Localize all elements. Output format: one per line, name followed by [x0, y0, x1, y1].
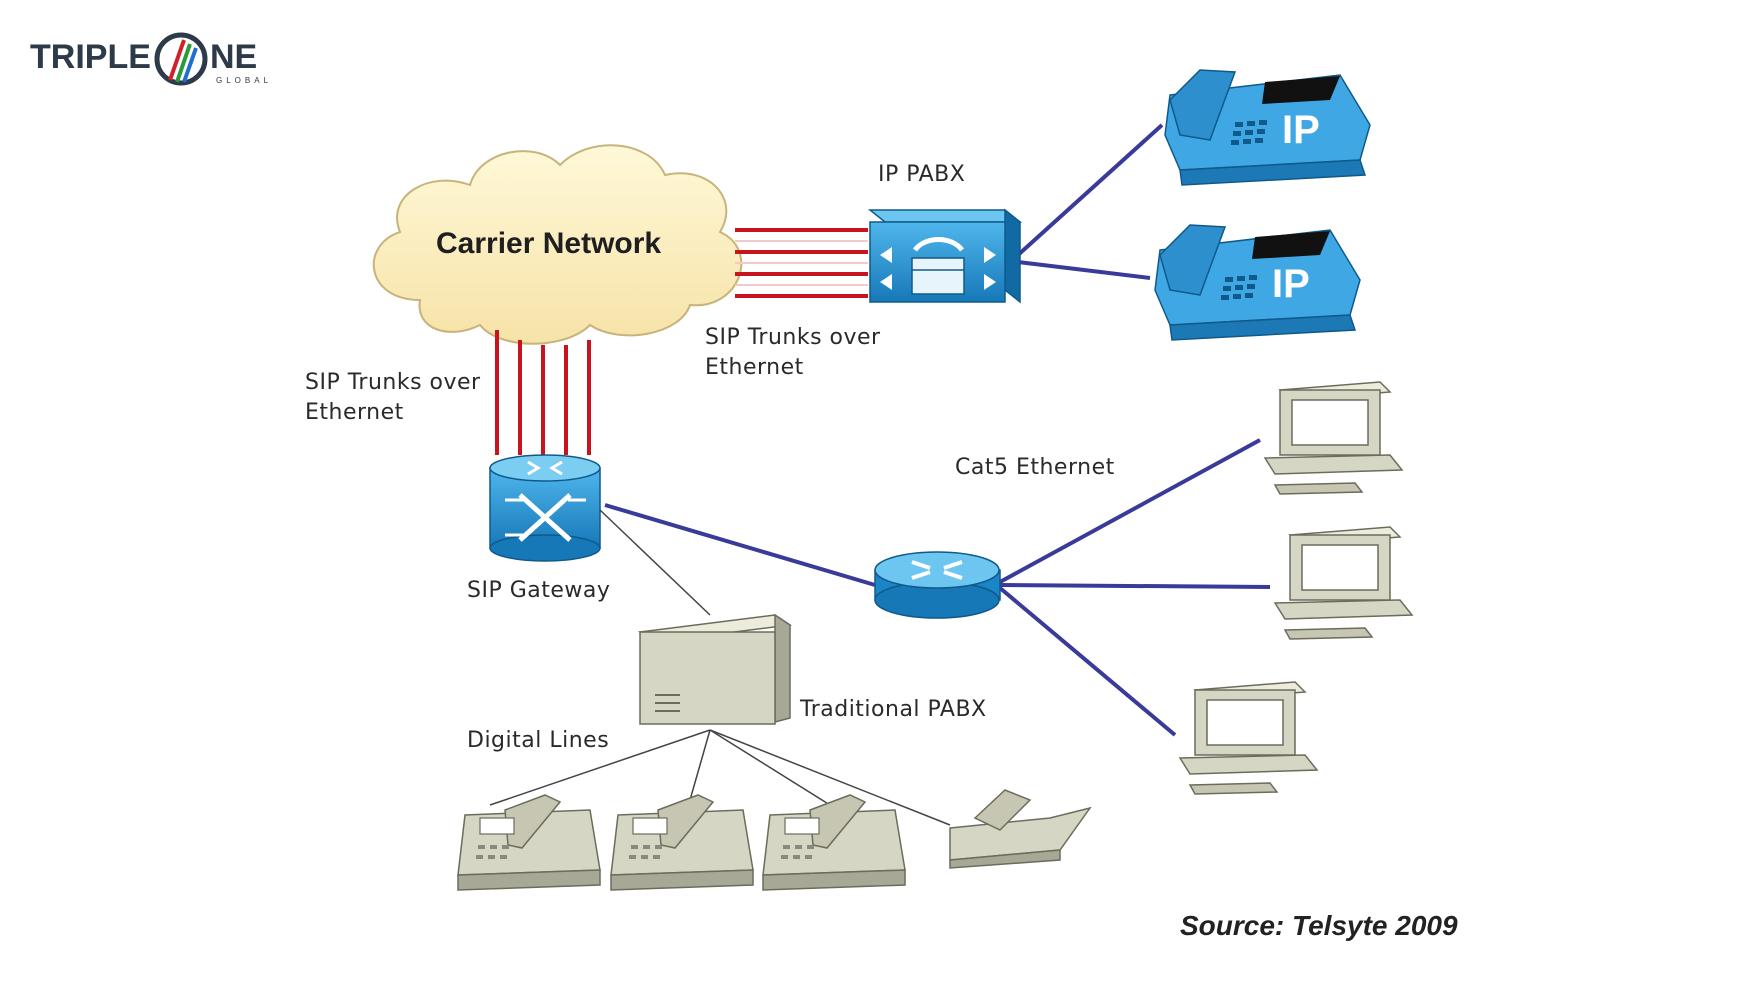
- logo-mark-icon: [154, 32, 208, 86]
- carrier-network-label: Carrier Network: [436, 227, 662, 260]
- computer-middle: [1273, 526, 1414, 640]
- cat5-ethernet-label: Cat5 Ethernet: [955, 455, 1115, 480]
- logo-subtitle: GLOBAL: [216, 76, 273, 85]
- ip-phone-top: [1164, 69, 1371, 186]
- ip-phone-bottom: [1154, 224, 1361, 341]
- ethernet-router: [874, 551, 1001, 619]
- digital-lines: [489, 509, 951, 826]
- digital-phone-3: [762, 794, 906, 891]
- sip-trunks-left-label-line2: Ethernet: [305, 400, 404, 425]
- ip-pabx-device: [867, 208, 1023, 304]
- ip-phone-top-badge: IP: [1282, 108, 1320, 152]
- carrier-network-cloud: [372, 144, 743, 345]
- sip-gateway-label: SIP Gateway: [467, 578, 611, 603]
- logo-text-right: NE: [210, 38, 258, 76]
- ethernet-links: [604, 123, 1271, 737]
- traditional-pabx-device: [637, 613, 793, 725]
- sip-trunks-left-label-line1: SIP Trunks over: [305, 370, 481, 395]
- fax-machine: [949, 789, 1092, 869]
- sip-trunks-right-label-line1: SIP Trunks over: [705, 325, 881, 350]
- traditional-pabx-label: Traditional PABX: [800, 697, 987, 722]
- sip-trunks-horizontal: [735, 228, 868, 298]
- computer-bottom: [1178, 681, 1319, 795]
- logo-text-left: TRIPLE: [30, 38, 151, 76]
- sip-trunks-vertical: [495, 330, 591, 455]
- sip-trunks-horizontal-white: [735, 240, 868, 286]
- digital-phone-1: [457, 794, 601, 891]
- sip-trunks-right-label-line2: Ethernet: [705, 355, 804, 380]
- source-caption: Source: Telsyte 2009: [1180, 910, 1458, 941]
- digital-lines-label: Digital Lines: [467, 728, 610, 753]
- sip-gateway-device: [489, 454, 601, 562]
- ip-phone-bottom-badge: IP: [1272, 262, 1310, 306]
- computer-top: [1263, 381, 1404, 495]
- triple-one-logo: TRIPLE NE GLOBAL: [30, 28, 290, 88]
- ip-pabx-label: IP PABX: [878, 162, 966, 187]
- digital-phone-2: [610, 794, 754, 891]
